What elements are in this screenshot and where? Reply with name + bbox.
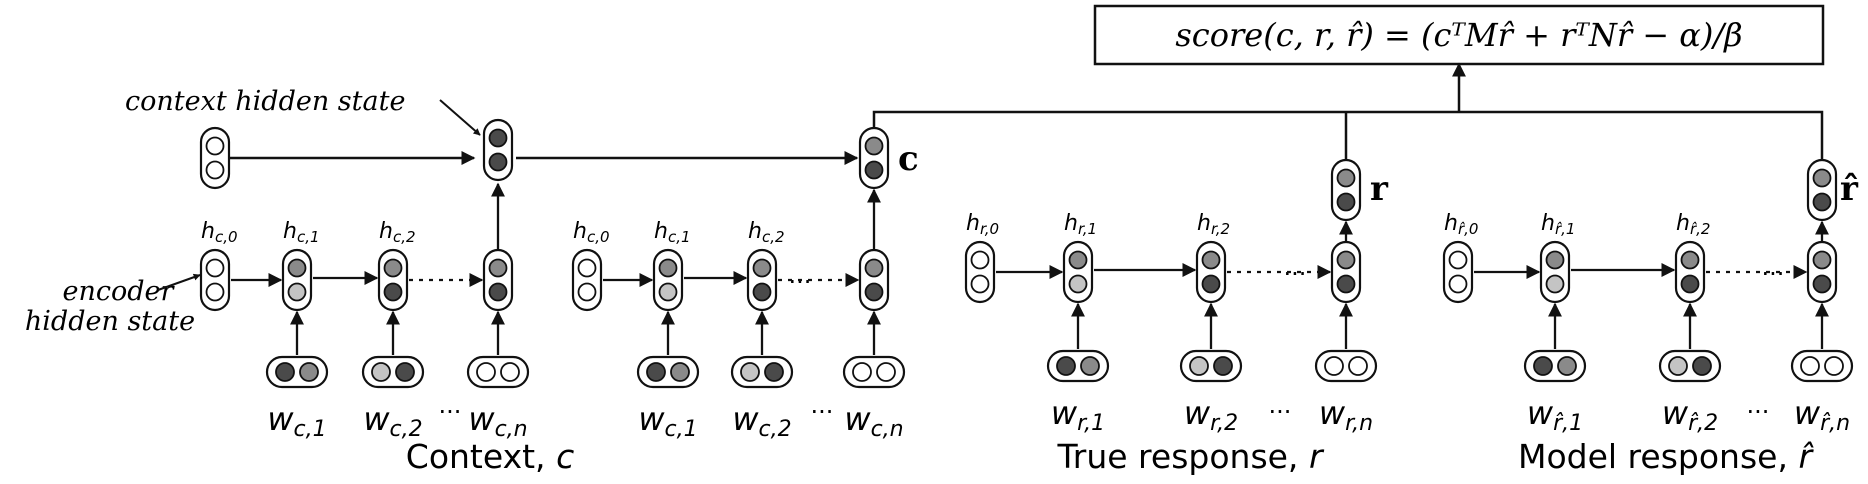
context-vector-cell (858, 126, 890, 190)
ctx1-hidden-cell-0 (199, 248, 231, 312)
model-hidden-cell-1 (1539, 240, 1571, 304)
context-hidden-state-pointer (439, 99, 481, 136)
encoder-hidden-state-pointer (157, 273, 201, 291)
vector-c-label: c (898, 139, 919, 179)
model-hidden-cell-0 (1442, 240, 1474, 304)
ctx1-hidden-cell-3 (482, 248, 514, 312)
ctx1-hidden-cell-2 (377, 248, 409, 312)
ctx1-word-cell-2 (466, 355, 530, 389)
ctx2-word-label-0: wc,1 (638, 400, 697, 442)
vector-r-label: r (1370, 169, 1389, 209)
ctx1-word-label-2: wc,n (468, 400, 527, 442)
model-word-cell-2 (1790, 349, 1854, 383)
model-hidden-cell-2 (1674, 240, 1706, 304)
ctx1-h-label-2: hc,2 (379, 219, 416, 246)
context-hidden-state-label: context hidden state (125, 86, 405, 117)
ctx2-hidden-cell-0 (571, 248, 603, 312)
true-word-label-0: wr,1 (1051, 394, 1105, 436)
ctx2-word-cell-2 (842, 355, 906, 389)
model-word-cell-0 (1523, 349, 1587, 383)
ctx1-h-label-1: hc,1 (283, 219, 320, 246)
caption-model-response: Model response, r̂ (1518, 437, 1814, 476)
svg-text:···: ··· (439, 398, 462, 426)
vector-rhat-label: r̂ (1840, 169, 1859, 209)
ctx2-word-label-2: wc,n (844, 400, 903, 442)
vector-r-cell (1330, 158, 1362, 222)
true-h-label-2: hr,2 (1197, 211, 1230, 238)
true-h-label-0: hr,0 (966, 211, 999, 238)
true-word-label-1: wr,2 (1184, 394, 1238, 436)
true-h-label-1: hr,1 (1064, 211, 1097, 238)
ctx1-h-label-0: hc,0 (201, 219, 238, 246)
true-hidden-cell-1 (1062, 240, 1094, 304)
vector-rhat-cell (1806, 158, 1838, 222)
true-hidden-cell-2 (1195, 240, 1227, 304)
caption-context: Context, c (406, 437, 574, 476)
model-word-cell-1 (1658, 349, 1722, 383)
svg-text:···: ··· (1747, 398, 1770, 426)
ctx1-word-label-0: wc,1 (267, 400, 326, 442)
ctx2-hidden-cell-2 (746, 248, 778, 312)
true-word-cell-1 (1179, 349, 1243, 383)
svg-text:···: ··· (1269, 398, 1292, 426)
true-hidden-cell-3 (1330, 240, 1362, 304)
ctx1-hidden-cell-1 (281, 248, 313, 312)
captions: Context, c True response, r Model respon… (406, 437, 1815, 476)
score-formula: score(c, r, r̂) = (cᵀMr̂ + rᵀNr̂ − α)/β (1175, 16, 1742, 54)
ctx2-hidden-cell-1 (652, 248, 684, 312)
model-hidden-cell-3 (1806, 240, 1838, 304)
ctx1-word-cell-1 (361, 355, 425, 389)
encoder-label-line1: encoder (63, 276, 176, 307)
ctx2-word-label-1: wc,2 (732, 400, 791, 442)
ctx2-word-cell-1 (730, 355, 794, 389)
svg-text:···: ··· (811, 398, 834, 426)
ctx2-h-label-0: hc,0 (573, 219, 610, 246)
svg-text:···: ··· (789, 268, 812, 296)
model-word-label-0: wr̂,1 (1527, 394, 1583, 436)
true-word-cell-0 (1046, 349, 1110, 383)
svg-text:···: ··· (1284, 260, 1307, 288)
score-connections (872, 62, 1824, 160)
true-word-cell-2 (1314, 349, 1378, 383)
model-h-label-1: hr̂,1 (1541, 211, 1575, 238)
model-h-label-0: hr̂,0 (1444, 211, 1478, 238)
ctx2-hidden-cell-3 (858, 248, 890, 312)
ctx2-word-cell-0 (636, 355, 700, 389)
ctx1-word-cell-0 (265, 355, 329, 389)
ctx1-word-label-1: wc,2 (363, 400, 422, 442)
ctx2-h-label-1: hc,1 (654, 219, 691, 246)
rnn-cells (199, 118, 1854, 389)
caption-true-response: True response, r (1056, 437, 1324, 476)
context-init-cell (199, 126, 231, 190)
token-labels: wc,1 wc,2 wc,n hc,0 hc,1 hc,2 wc,1 wc,2 wc,n hc,0… (201, 211, 1850, 442)
score-formula-box: score(c, r, r̂) = (cᵀMr̂ + rᵀNr̂ − α)/β (1093, 4, 1825, 66)
model-word-label-1: wr̂,2 (1662, 394, 1718, 436)
true-word-label-2: wr,n (1319, 394, 1373, 436)
encoder-label-line2: hidden state (25, 306, 195, 337)
ctx2-h-label-2: hc,2 (748, 219, 785, 246)
true-hidden-cell-0 (964, 240, 996, 304)
model-word-label-2: wr̂,n (1794, 394, 1850, 436)
context-hidden-state-cell (482, 118, 514, 182)
model-h-label-2: hr̂,2 (1676, 211, 1710, 238)
svg-text:···: ··· (1762, 260, 1785, 288)
